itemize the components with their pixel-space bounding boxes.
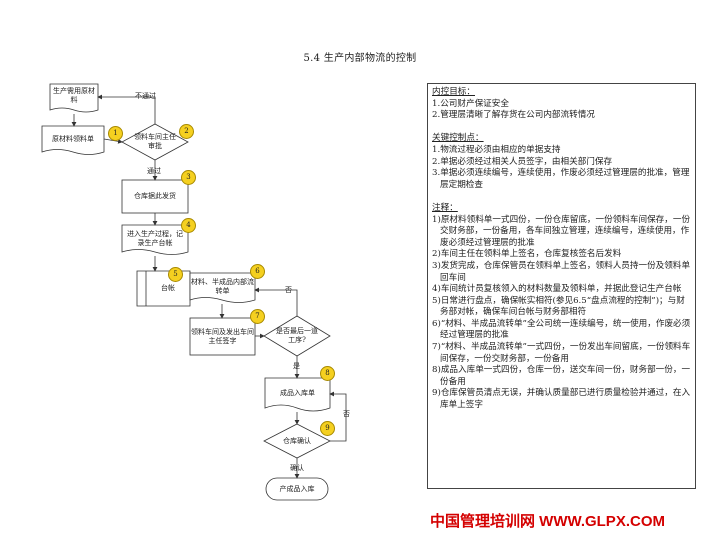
- note-item: 4)车间统计员复核领入的材料数量及领料单，并据此登记生产台帐: [432, 284, 682, 295]
- objective-item: 2.管理层清晰了解存货在公司内部流转情况: [432, 110, 595, 121]
- edge-label-confirmed: 确认: [290, 464, 304, 472]
- note-item: 8)成品入库单一式四份，仓库一份，送交车间一份，财务部一份，一份备用: [432, 365, 691, 387]
- node-warehouse-confirm: 仓库确认: [283, 436, 311, 445]
- node-transfer-doc: 材料、半成品内部流转单: [191, 277, 254, 295]
- note-item: 6)“材料、半成品流转单”全公司统一连续编号，统一使用，作废必须经过管理层的批准: [432, 318, 691, 341]
- node-workshop-approve: 领料车间主任审批: [134, 133, 176, 150]
- step-badge-2: 2: [179, 124, 194, 139]
- note-item: 7)“材料、半成品流转单”一式四份，一份发出车间留底，一份领料车间保存，一份交财…: [432, 342, 691, 364]
- node-enter-process: 进入生产过程，记录生产台帐: [127, 230, 183, 247]
- note-item: 3)发货完成，仓库保管员在领料单上签名，领料人员持一份及领料单回车间: [432, 260, 691, 283]
- notes-title: 注释：: [432, 202, 458, 213]
- key-point-item: 3.单据必须连续编号，连续使用，作废必须经过管理层的批准，管理层定期检查: [432, 168, 690, 190]
- key-point-item: 1.物流过程必须由相应的单据支持: [432, 144, 561, 155]
- node-finished-doc: 成品入库单: [280, 388, 315, 397]
- step-badge-7: 7: [250, 309, 265, 324]
- edge-label-rejected: 不通过: [135, 92, 156, 100]
- control-notes-panel: 内控目标： 1.公司财产保证安全 2.管理层清晰了解存货在公司内部流转情况 关键…: [427, 83, 696, 489]
- key-points-title: 关键控制点：: [432, 133, 484, 144]
- node-material-need: 生产需用原材料: [53, 87, 95, 104]
- step-badge-5: 5: [168, 267, 183, 282]
- note-item: 9)仓库保管员清点无误，并确认质量部已进行质量检验并通过，在入库单上签字: [432, 388, 691, 411]
- edge-label-yes: 是: [293, 362, 300, 370]
- edge-label-no2: 否: [343, 410, 350, 418]
- flowchart: [41, 83, 347, 501]
- signature-shape: [189, 317, 256, 356]
- requisition-shape: [41, 125, 105, 155]
- page-title: 5.4 生产内部物流的控制: [303, 53, 417, 64]
- step-badge-6: 6: [250, 264, 265, 279]
- finished-doc-shape: [264, 377, 331, 412]
- step-badge-9: 9: [320, 421, 335, 436]
- note-item: 1)原材料领料单一式四份，一份仓库留底，一份领料车间保存，一份交财务部，一份备用…: [432, 214, 691, 248]
- enter-process-shape: [121, 224, 189, 255]
- objectives-title: 内控目标：: [432, 87, 475, 97]
- note-item: 2)车间主任在领料单上签名，仓库复核签名后发料: [432, 249, 622, 260]
- node-requisition: 原材料领料单: [52, 134, 94, 143]
- node-ledger: 台帐: [161, 284, 175, 292]
- step-badge-3: 3: [181, 170, 196, 185]
- key-point-item: 2.单据必须经过相关人员签字，由相关部门保存: [432, 156, 613, 167]
- edge-label-no: 否: [285, 286, 292, 294]
- step-badge-8: 8: [320, 366, 335, 381]
- node-requisition-sign: 领料车间及发出车间主任签字: [191, 327, 254, 345]
- edge-label-passed: 通过: [147, 167, 161, 175]
- node-last-step: 是否最后一道工序?: [276, 327, 318, 344]
- transfer-doc-shape: [189, 272, 256, 303]
- node-stored: 产成品入库: [279, 484, 315, 493]
- objective-item: 1.公司财产保证安全: [432, 98, 509, 109]
- node-warehouse-issue: 仓库据此发货: [134, 192, 176, 200]
- material-need-shape: [49, 83, 99, 113]
- note-item: 5)日常进行盘点，确保帐实相符(参见6.5“盘点流程的控制”)；与财务部对帐，确…: [432, 295, 685, 318]
- site-watermark: 中国管理培训网 WWW.GLPX.COM: [430, 513, 665, 530]
- step-badge-1: 1: [108, 126, 123, 141]
- step-badge-4: 4: [181, 218, 196, 233]
